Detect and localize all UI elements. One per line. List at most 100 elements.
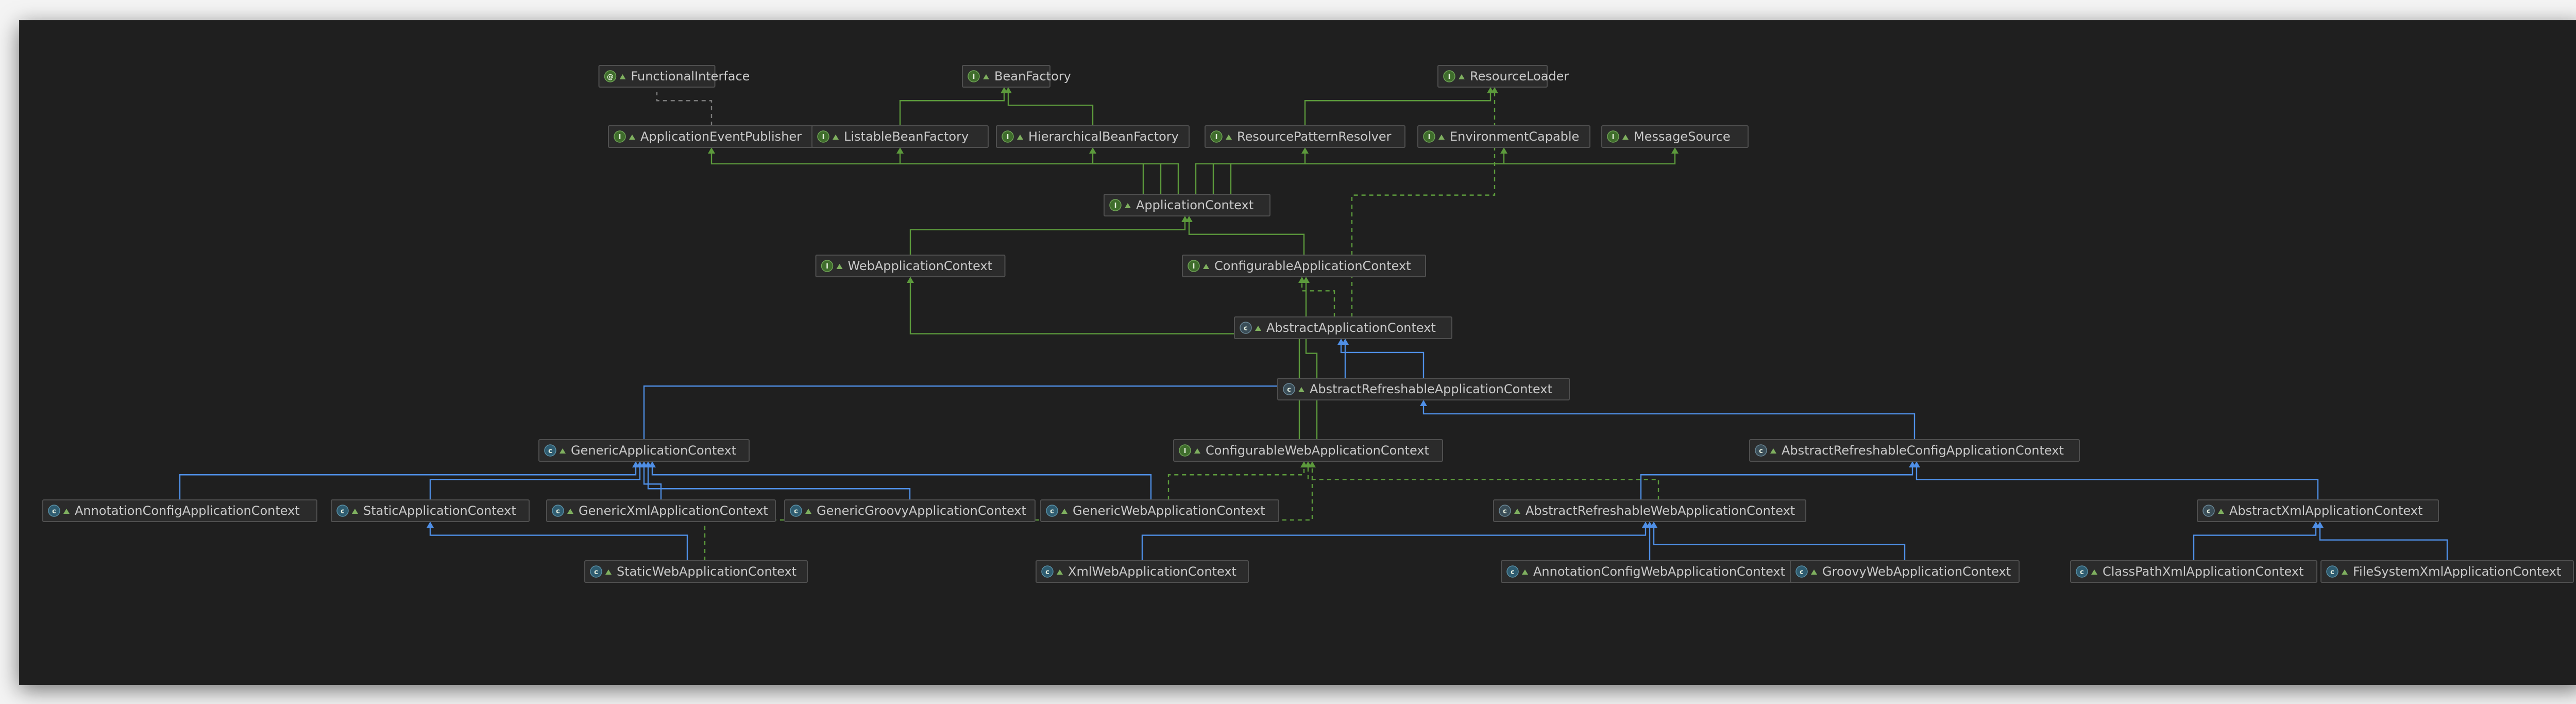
node-label: AnnotationConfigWebApplicationContext [1533, 564, 1785, 579]
svg-text:I: I [826, 263, 828, 271]
node-GenericApplicationContext[interactable]: cGenericApplicationContext [539, 440, 749, 461]
node-HierarchicalBeanFactory[interactable]: IHierarchicalBeanFactory [996, 126, 1189, 147]
edge-XmlWebApplicationContext-to-AbstractRefreshableWebApplicationContext [1142, 527, 1646, 561]
node-label: FileSystemXmlApplicationContext [2353, 564, 2561, 579]
node-label: GenericWebApplicationContext [1073, 504, 1265, 518]
node-AbstractRefreshableConfigApplicationContext[interactable]: c AbstractRefreshableConfigApplicationCon… [1750, 440, 2079, 461]
class-icon: c [552, 505, 564, 516]
node-AbstractApplicationContext[interactable]: cAbstractApplicationContext [1234, 317, 1452, 339]
edge-ListableBeanFactory-to-BeanFactory [900, 92, 1004, 126]
node-label: ConfigurableWebApplicationContext [1206, 443, 1429, 458]
svg-text:c: c [2080, 568, 2084, 576]
interface-icon: I [1423, 131, 1435, 142]
edge-arrowhead [1420, 400, 1427, 406]
edge-AbstractRefreshableWebApplicationContext-to-ConfigurableWebApplicationContext [1308, 466, 1658, 500]
svg-text:@: @ [607, 73, 614, 81]
node-GenericXmlApplicationContext[interactable]: c GenericXmlApplicationContext [547, 500, 775, 522]
interface-icon: I [1444, 71, 1455, 82]
node-XmlWebApplicationContext[interactable]: c XmlWebApplicationContext [1036, 561, 1248, 582]
node-GenericWebApplicationContext[interactable]: c GenericWebApplicationContext [1041, 500, 1279, 522]
class-icon: c [1042, 566, 1053, 577]
class-icon: c [790, 505, 802, 516]
svg-text:I: I [1448, 73, 1451, 81]
svg-text:I: I [1007, 133, 1009, 141]
node-ResourceLoader[interactable]: IResourceLoader [1438, 65, 1569, 87]
edge-ApplicationContext-to-ListableBeanFactory [900, 153, 1161, 194]
node-WebApplicationContext[interactable]: IWebApplicationContext [816, 255, 1005, 277]
node-label: FunctionalInterface [631, 69, 750, 83]
edge-AbstractRefreshableApplicationContext-to-AbstractApplicationContext [1341, 344, 1423, 378]
edge-GenericApplicationContext-to-AbstractApplicationContext [644, 344, 1345, 440]
node-label: GenericXmlApplicationContext [579, 504, 768, 518]
interface-icon: I [818, 131, 829, 142]
node-GenericGroovyApplicationContext[interactable]: cGenericGroovyApplicationContext [785, 500, 1035, 522]
edge-arrowhead [427, 522, 434, 528]
node-label: XmlWebApplicationContext [1068, 564, 1236, 579]
edge-GroovyWebApplicationContext-to-AbstractRefreshableWebApplicationContext [1654, 527, 1905, 561]
node-label: AbstractRefreshableConfigApplicationCont… [1782, 443, 2064, 458]
node-AbstractXmlApplicationContext[interactable]: cAbstractXmlApplicationContext [2197, 500, 2438, 522]
svg-text:I: I [1215, 133, 1218, 141]
node-ListableBeanFactory[interactable]: IListableBeanFactory [812, 126, 988, 147]
nodes-layer: @FunctionalInterfaceIBeanFactoryIResourc… [43, 65, 2573, 582]
svg-text:c: c [594, 568, 598, 576]
node-FunctionalInterface[interactable]: @ FunctionalInterface [599, 65, 750, 87]
interface-icon: I [1211, 131, 1222, 142]
edge-ApplicationContext-to-MessageSource [1231, 153, 1675, 194]
node-StaticWebApplicationContext[interactable]: cStaticWebApplicationContext [585, 561, 807, 582]
node-AbstractRefreshableApplicationContext[interactable]: c AbstractRefreshableApplicationContext [1278, 378, 1569, 400]
edge-AbstractRefreshableConfigApplicationContext-to-AbstractRefreshableApplicationContext [1423, 405, 1914, 440]
interface-icon: I [1179, 445, 1191, 456]
node-MessageSource[interactable]: IMessageSource [1602, 126, 1748, 147]
node-ResourcePatternResolver[interactable]: IResourcePatternResolver [1205, 126, 1405, 147]
node-label: AbstractRefreshableApplicationContext [1310, 382, 1552, 396]
edge-arrowhead [1301, 147, 1309, 154]
interface-icon: I [1188, 260, 1199, 272]
node-StaticApplicationContext[interactable]: c StaticApplicationContext [331, 500, 529, 522]
interface-icon: I [822, 260, 833, 272]
node-ClassPathXmlApplicationContext[interactable]: c ClassPathXmlApplicationContext [2071, 561, 2317, 582]
edge-StaticApplicationContext-to-GenericApplicationContext [430, 466, 640, 500]
node-label: ApplicationContext [1136, 198, 1253, 212]
node-label: AbstractApplicationContext [1266, 321, 1436, 335]
edge-ApplicationContext-to-EnvironmentCapable [1213, 153, 1504, 194]
svg-text:c: c [2330, 568, 2334, 576]
svg-text:I: I [1184, 447, 1187, 455]
node-GroovyWebApplicationContext[interactable]: cGroovyWebApplicationContext [1790, 561, 2019, 582]
node-FileSystemXmlApplicationContext[interactable]: c FileSystemXmlApplicationContext [2321, 561, 2573, 582]
edge-ApplicationContext-to-ApplicationEventPublisher [711, 153, 1143, 194]
edge-ResourcePatternResolver-to-ResourceLoader [1305, 92, 1490, 126]
abstract-class-icon: c [1755, 445, 1767, 456]
class-icon: c [2327, 566, 2338, 577]
node-AnnotationConfigApplicationContext[interactable]: cAnnotationConfigApplicationContext [43, 500, 317, 522]
svg-text:c: c [556, 508, 560, 515]
svg-text:I: I [1428, 133, 1431, 141]
node-EnvironmentCapable[interactable]: I EnvironmentCapable [1418, 126, 1590, 147]
node-ConfigurableWebApplicationContext[interactable]: I ConfigurableWebApplicationContext [1174, 440, 1443, 461]
svg-text:c: c [52, 508, 56, 515]
class-icon: c [48, 505, 60, 516]
svg-text:c: c [1050, 508, 1054, 515]
edge-HierarchicalBeanFactory-to-BeanFactory [1008, 92, 1093, 126]
node-ConfigurableApplicationContext[interactable]: IConfigurableApplicationContext [1182, 255, 1426, 277]
node-label: EnvironmentCapable [1450, 129, 1579, 144]
node-label: StaticApplicationContext [363, 504, 516, 518]
class-icon: c [1796, 566, 1807, 577]
edge-AnnotationConfigApplicationContext-to-GenericApplicationContext [180, 466, 636, 500]
edge-ApplicationContext-to-ResourcePatternResolver [1196, 153, 1305, 194]
node-AbstractRefreshableWebApplicationContext[interactable]: cAbstractRefreshableWebApplicationContex… [1494, 500, 1806, 522]
node-label: ApplicationEventPublisher [640, 129, 802, 144]
node-label: GenericApplicationContext [571, 443, 736, 458]
node-AnnotationConfigWebApplicationContext[interactable]: cAnnotationConfigWebApplicationContext [1501, 561, 1798, 582]
edge-arrowhead [907, 277, 914, 283]
node-BeanFactory[interactable]: IBeanFactory [962, 65, 1071, 87]
svg-text:c: c [341, 508, 345, 515]
node-ApplicationContext[interactable]: IApplicationContext [1104, 194, 1270, 216]
abstract-class-icon: c [1283, 383, 1295, 395]
node-ApplicationEventPublisher[interactable]: IApplicationEventPublisher [608, 126, 815, 147]
svg-text:c: c [2207, 508, 2211, 515]
svg-text:c: c [1800, 568, 1804, 576]
node-label: MessageSource [1634, 129, 1731, 144]
node-label: ClassPathXmlApplicationContext [2103, 564, 2303, 579]
